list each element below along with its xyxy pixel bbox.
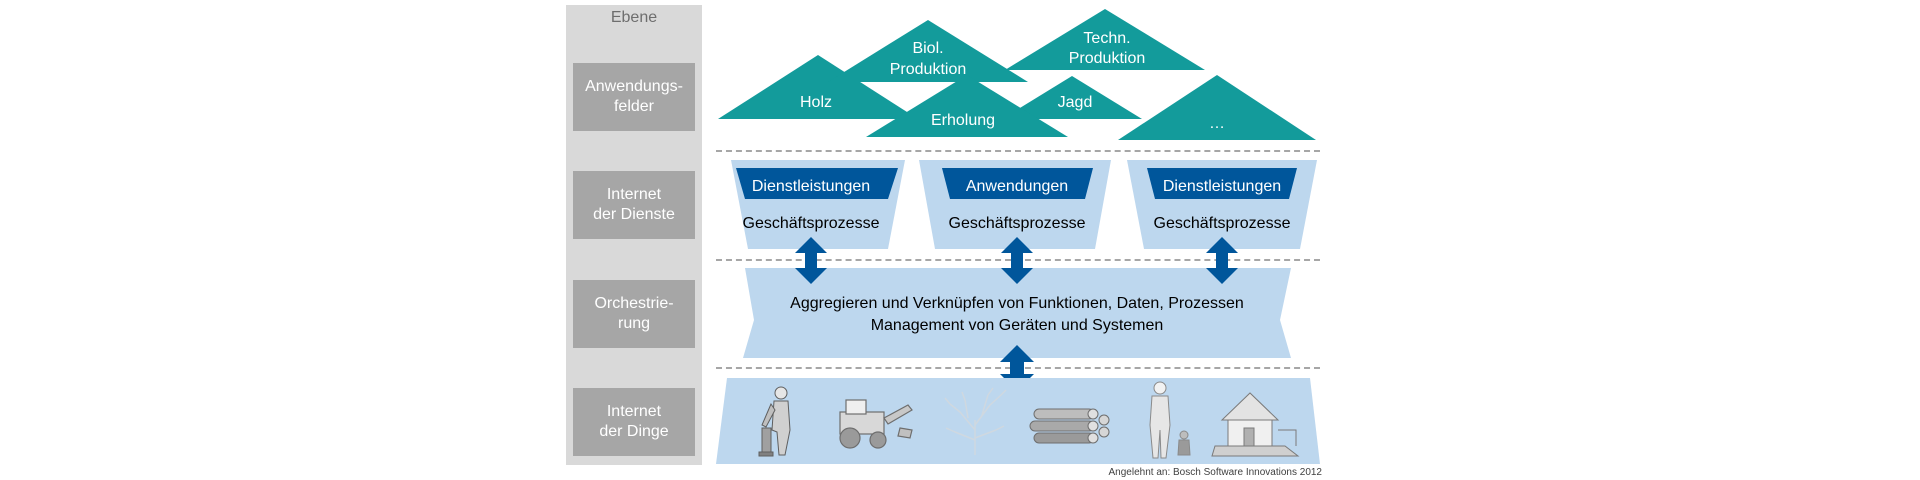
- orchestration-line-2: Management von Geräten und Systemen: [871, 317, 1164, 334]
- logs-icon: [1029, 408, 1110, 444]
- tree-icon: [944, 387, 1007, 455]
- level-column: Ebene Anwendungs- felder Internet der Di…: [566, 5, 702, 465]
- level-internet-of-services: Internet der Dienste: [573, 171, 695, 239]
- field-biol-shape: [828, 20, 1028, 82]
- field-jagd-label: Jagd: [1058, 94, 1093, 111]
- field-more-shape: [1118, 75, 1316, 140]
- level-label: Internet der Dienste: [593, 186, 675, 223]
- source-caption: Angelehnt an: Bosch Software Innovations…: [1108, 467, 1322, 478]
- service-badge-label-1: Dienstleistungen: [752, 178, 870, 195]
- things-band: [716, 378, 1320, 464]
- service-badge-1: [736, 168, 898, 199]
- service-badge-label-3: Dienstleistungen: [1163, 178, 1281, 195]
- double-arrow-icon: [1001, 237, 1033, 284]
- service-process-label-3: Geschäftsprozesse: [1154, 215, 1291, 232]
- layer-separator: [716, 150, 1320, 152]
- field-erholung-shape: [866, 75, 1068, 137]
- orchestration-line-1: Aggregieren und Verknüpfen von Funktione…: [790, 295, 1244, 312]
- level-internet-of-things: Internet der Dinge: [573, 388, 695, 456]
- level-label: Anwendungs- felder: [585, 78, 683, 115]
- field-more-label: …: [1209, 115, 1225, 132]
- field-techn-label-2: Produktion: [1069, 50, 1146, 67]
- service-badge-2: [942, 168, 1093, 199]
- connector-arrows: [795, 237, 1238, 391]
- service-process-label-2: Geschäftsprozesse: [949, 215, 1086, 232]
- service-funnel-1: Dienstleistungen Geschäftsprozesse: [731, 160, 905, 249]
- field-erholung-label: Erholung: [931, 112, 995, 129]
- application-fields: [718, 9, 1316, 140]
- house-icon: [1211, 392, 1300, 457]
- service-funnel-3: Dienstleistungen Geschäftsprozesse: [1127, 160, 1317, 249]
- person-with-child-icon: [1149, 381, 1191, 459]
- tractor-icon: [839, 399, 913, 449]
- double-arrow-icon: [795, 237, 827, 284]
- service-funnel-2: Anwendungen Geschäftsprozesse: [919, 160, 1111, 249]
- field-holz-label: Holz: [800, 94, 832, 111]
- level-orchestration: Orchestrie- rung: [573, 280, 695, 348]
- level-column-title: Ebene: [610, 9, 658, 26]
- field-biol-label: Biol.: [912, 40, 943, 57]
- field-techn-shape: [1005, 9, 1205, 70]
- double-arrow-icon: [1206, 237, 1238, 284]
- field-techn-label: Techn.: [1083, 30, 1130, 47]
- field-holz-shape: [718, 55, 918, 119]
- service-process-label-1: Geschäftsprozesse: [743, 215, 880, 232]
- level-application-fields: Anwendungs- felder: [573, 63, 695, 131]
- service-badge-3: [1147, 168, 1297, 199]
- worker-icon: [758, 386, 791, 457]
- level-label: Internet der Dinge: [599, 403, 669, 440]
- field-jagd-shape: [1002, 76, 1142, 119]
- level-label: Orchestrie- rung: [594, 295, 674, 332]
- orchestration-band: Aggregieren und Verknüpfen von Funktione…: [743, 268, 1291, 358]
- service-badge-label-2: Anwendungen: [966, 178, 1068, 195]
- field-biol-label-2: Produktion: [890, 61, 967, 78]
